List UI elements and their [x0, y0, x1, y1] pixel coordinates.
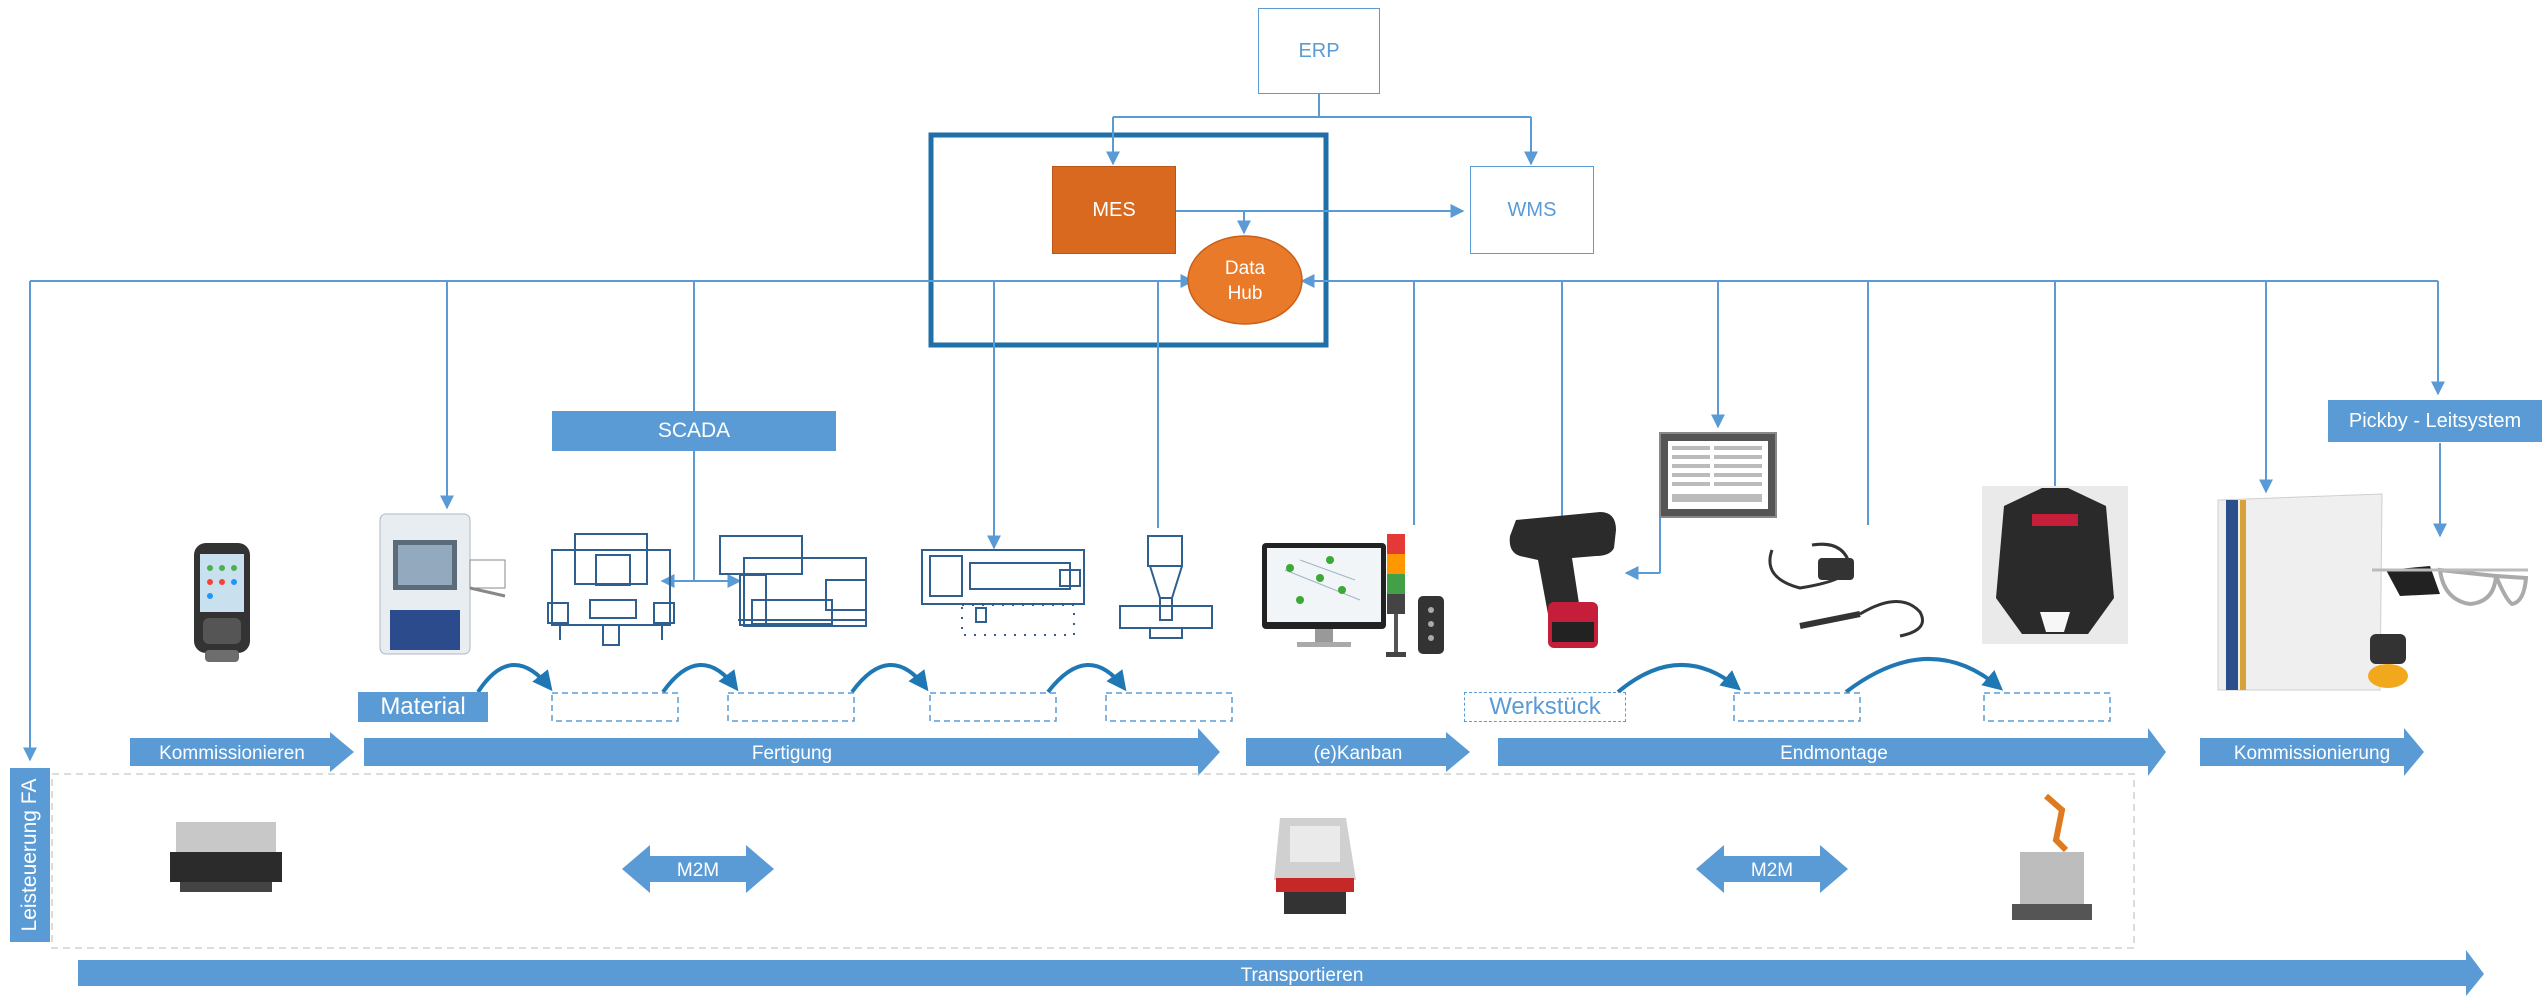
kommissionieren-arrow — [130, 732, 354, 772]
data-hub-label-2: Hub — [1228, 283, 1263, 304]
ekanban-label: (e)Kanban — [1314, 743, 1403, 764]
vision-station-icon — [1982, 486, 2128, 644]
leitsteuerung-fa-label: Leisteuerung FA — [18, 778, 41, 932]
mes-frame — [928, 132, 1329, 348]
transportieren-arrow — [78, 950, 2484, 996]
fertigung-arrow — [364, 728, 1220, 776]
m2m-arrow-left: M2M — [622, 845, 774, 893]
handheld-scanner-icon — [194, 543, 250, 662]
machine-drawing-3-icon — [921, 549, 1085, 636]
ring-scanner-icon — [2368, 634, 2408, 688]
m2m-left-label: M2M — [677, 860, 719, 881]
flow-arcs — [476, 657, 2004, 694]
transportieren-label: Transportieren — [1241, 965, 1364, 986]
torque-sensor-icon — [1768, 542, 1924, 638]
control-panel-screen-icon — [1659, 432, 1777, 518]
kommissionieren-label: Kommissionieren — [159, 743, 305, 764]
agv-robot-icon — [2012, 793, 2092, 920]
erp-box[interactable]: ERP — [1258, 8, 1380, 94]
endmontage-arrow — [1498, 728, 2166, 776]
vertical-storage-icon — [2217, 493, 2383, 691]
kommissionierung-arrow — [2200, 728, 2424, 776]
m2m-right-label: M2M — [1751, 860, 1793, 881]
endmontage-label: Endmontage — [1780, 743, 1888, 764]
erp-connectors — [1106, 94, 1538, 235]
flow-slots — [551, 692, 2111, 722]
scada-box[interactable]: SCADA — [552, 411, 836, 451]
kommissionierung-label: Kommissionierung — [2234, 743, 2390, 764]
leitsteuerung-fa-box[interactable]: Leisteuerung FA — [10, 768, 50, 942]
machine-drawing-1-icon — [547, 533, 675, 646]
stage-arrows: Kommissionieren Fertigung (e)Kanban Endm… — [78, 728, 2484, 996]
pickby-leitsystem-box[interactable]: Pickby - Leitsystem — [2328, 400, 2542, 442]
fertigung-label: Fertigung — [752, 743, 832, 764]
measuring-machine-icon — [379, 513, 506, 655]
data-hub: Data Hub — [1187, 235, 1303, 325]
material-label: Material — [358, 692, 488, 722]
cordless-screwdriver-icon — [1509, 512, 1616, 648]
ekanban-arrow — [1246, 732, 1470, 772]
wms-box[interactable]: WMS — [1470, 166, 1594, 254]
werkstueck-label: Werkstück — [1464, 692, 1626, 722]
machine-drawing-2-icon — [719, 535, 867, 627]
smart-glasses-icon — [2372, 566, 2529, 607]
agv-1-icon — [170, 822, 282, 892]
signal-tower-icon — [1386, 534, 1444, 657]
data-hub-label-1: Data — [1225, 258, 1266, 279]
monitor-dashboard-icon — [1262, 543, 1386, 647]
agv-2-icon — [1274, 818, 1356, 914]
m2m-arrow-right: M2M — [1696, 845, 1848, 893]
machine-drawing-4-icon — [1119, 535, 1213, 639]
mes-box[interactable]: MES — [1052, 166, 1176, 254]
